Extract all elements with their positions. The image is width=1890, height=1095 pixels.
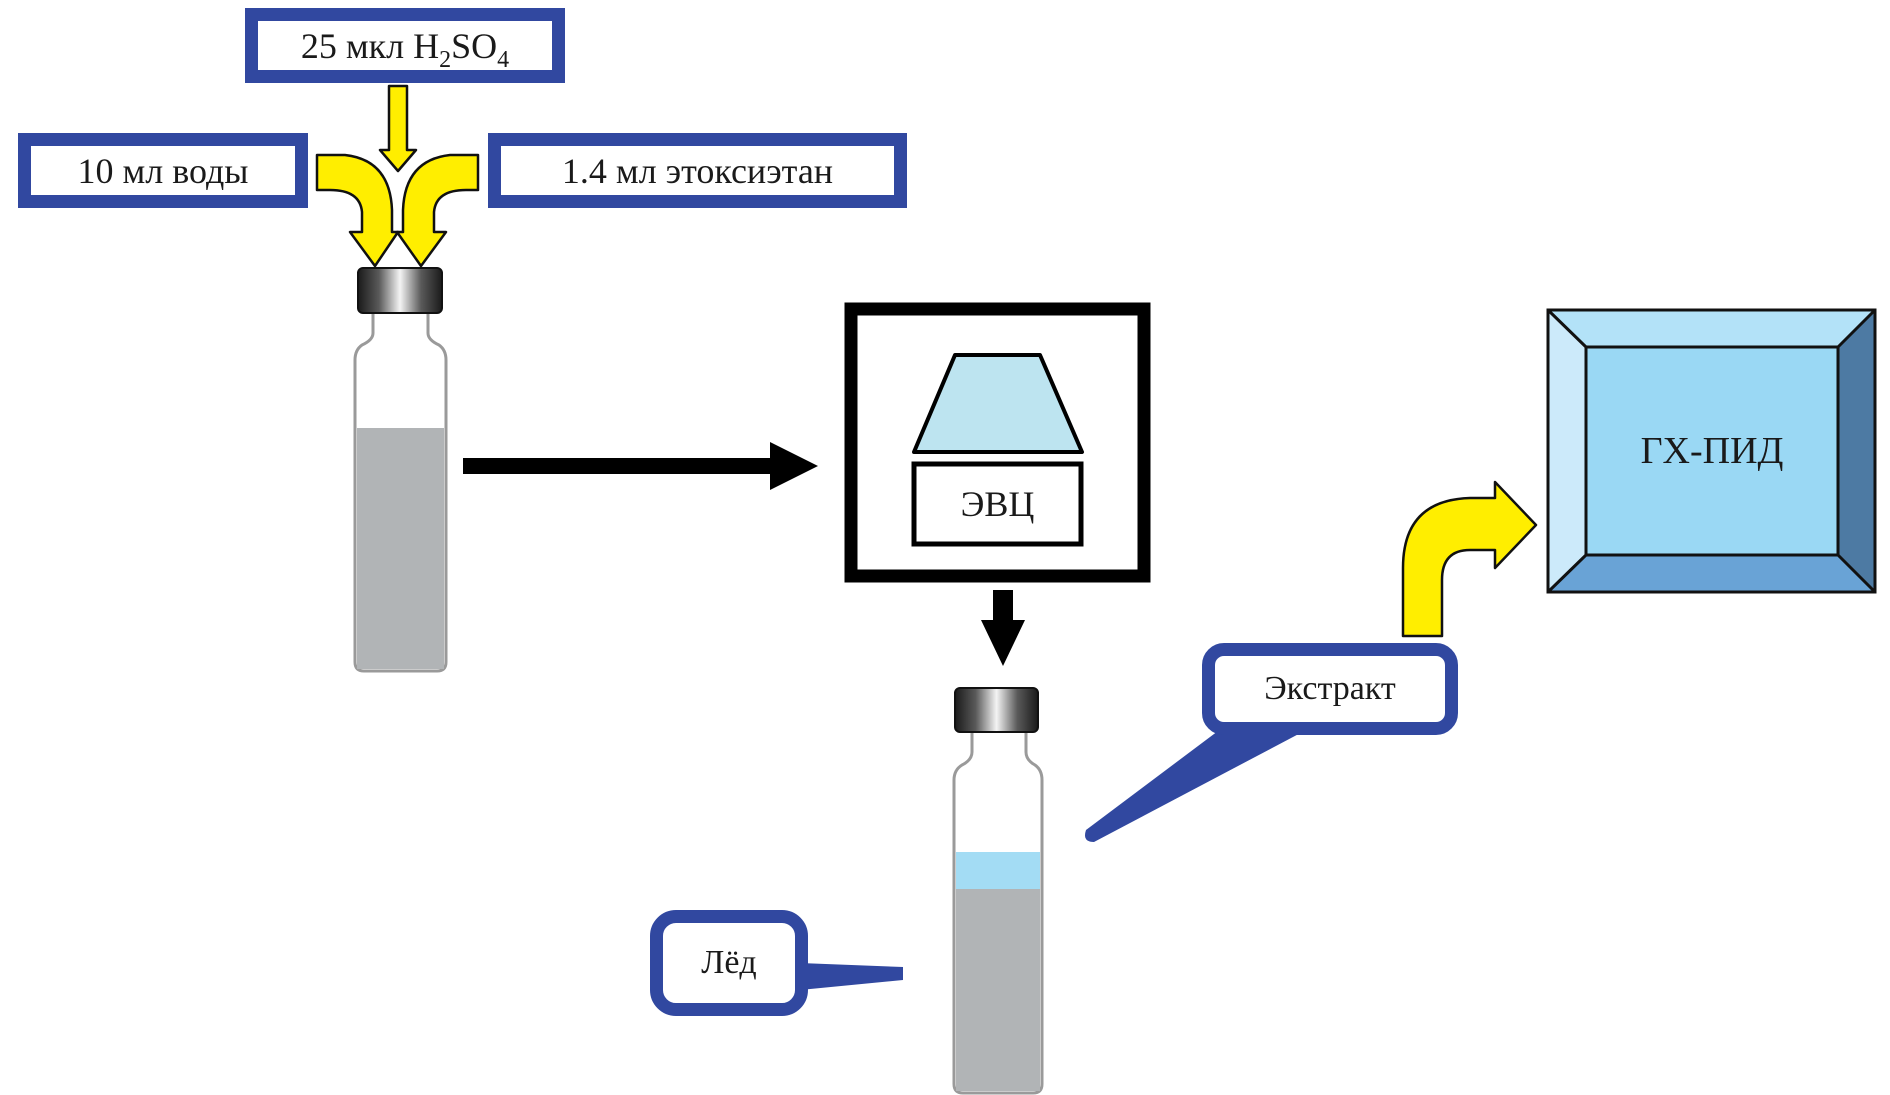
acid-reagent-label: 25 мкл H2SO4 [245,8,565,83]
evc-lid [912,353,1084,454]
arrow-to-extract-vial [981,590,1025,666]
water-reagent-label: 10 мл воды [18,133,308,208]
ether-curved-arrow [395,153,480,268]
formula-sub-2: 2 [439,46,452,73]
gc-fid-edge [1546,553,1588,594]
formula-so: SO [451,25,498,66]
arrow-to-evc [463,442,818,490]
formula-h: H [413,25,440,66]
ice-callout: Лёд [650,910,808,1016]
acid-amount: 25 мкл [300,25,405,66]
water-curved-arrow [315,153,400,268]
ether-reagent-label: 1.4 мл этоксиэтан [488,133,907,208]
gc-fid-frame [1546,308,1877,594]
sample-vial-cap [357,267,443,314]
acid-down-arrow [378,84,418,173]
extract-layer [956,852,1040,889]
acid-formula: H2SO4 [413,25,509,73]
gc-fid-face [1584,345,1840,557]
reagent-arrows [315,84,480,268]
arrow-to-gc-fid [1401,480,1538,638]
extract-vial-cap [954,687,1039,733]
evc-apparatus [844,302,1151,583]
gc-fid-edge [1836,553,1877,594]
evc-label: ЭВЦ [960,484,1035,524]
gc-fid-edge [1546,308,1588,349]
evc-label-box [911,461,1084,547]
aqueous-layer [956,889,1040,1091]
sample-liquid [357,428,444,669]
gc-fid-edge [1836,308,1877,349]
gc-fid-bevel-top [1548,310,1875,347]
ice-callout-tail [800,963,903,990]
sample-vial [353,267,448,673]
gc-fid-instrument [1546,308,1877,594]
extract-vial [952,687,1044,1095]
gc-fid-bevel-right [1838,310,1875,592]
gc-fid-label: ГХ-ПИД [1640,430,1784,472]
extract-callout-tail [1085,722,1310,842]
gc-fid-bevel-left [1548,310,1586,592]
formula-sub-4: 4 [497,46,510,73]
gc-fid-bevel-bottom [1548,555,1875,592]
extract-callout: Экстракт [1202,643,1458,735]
